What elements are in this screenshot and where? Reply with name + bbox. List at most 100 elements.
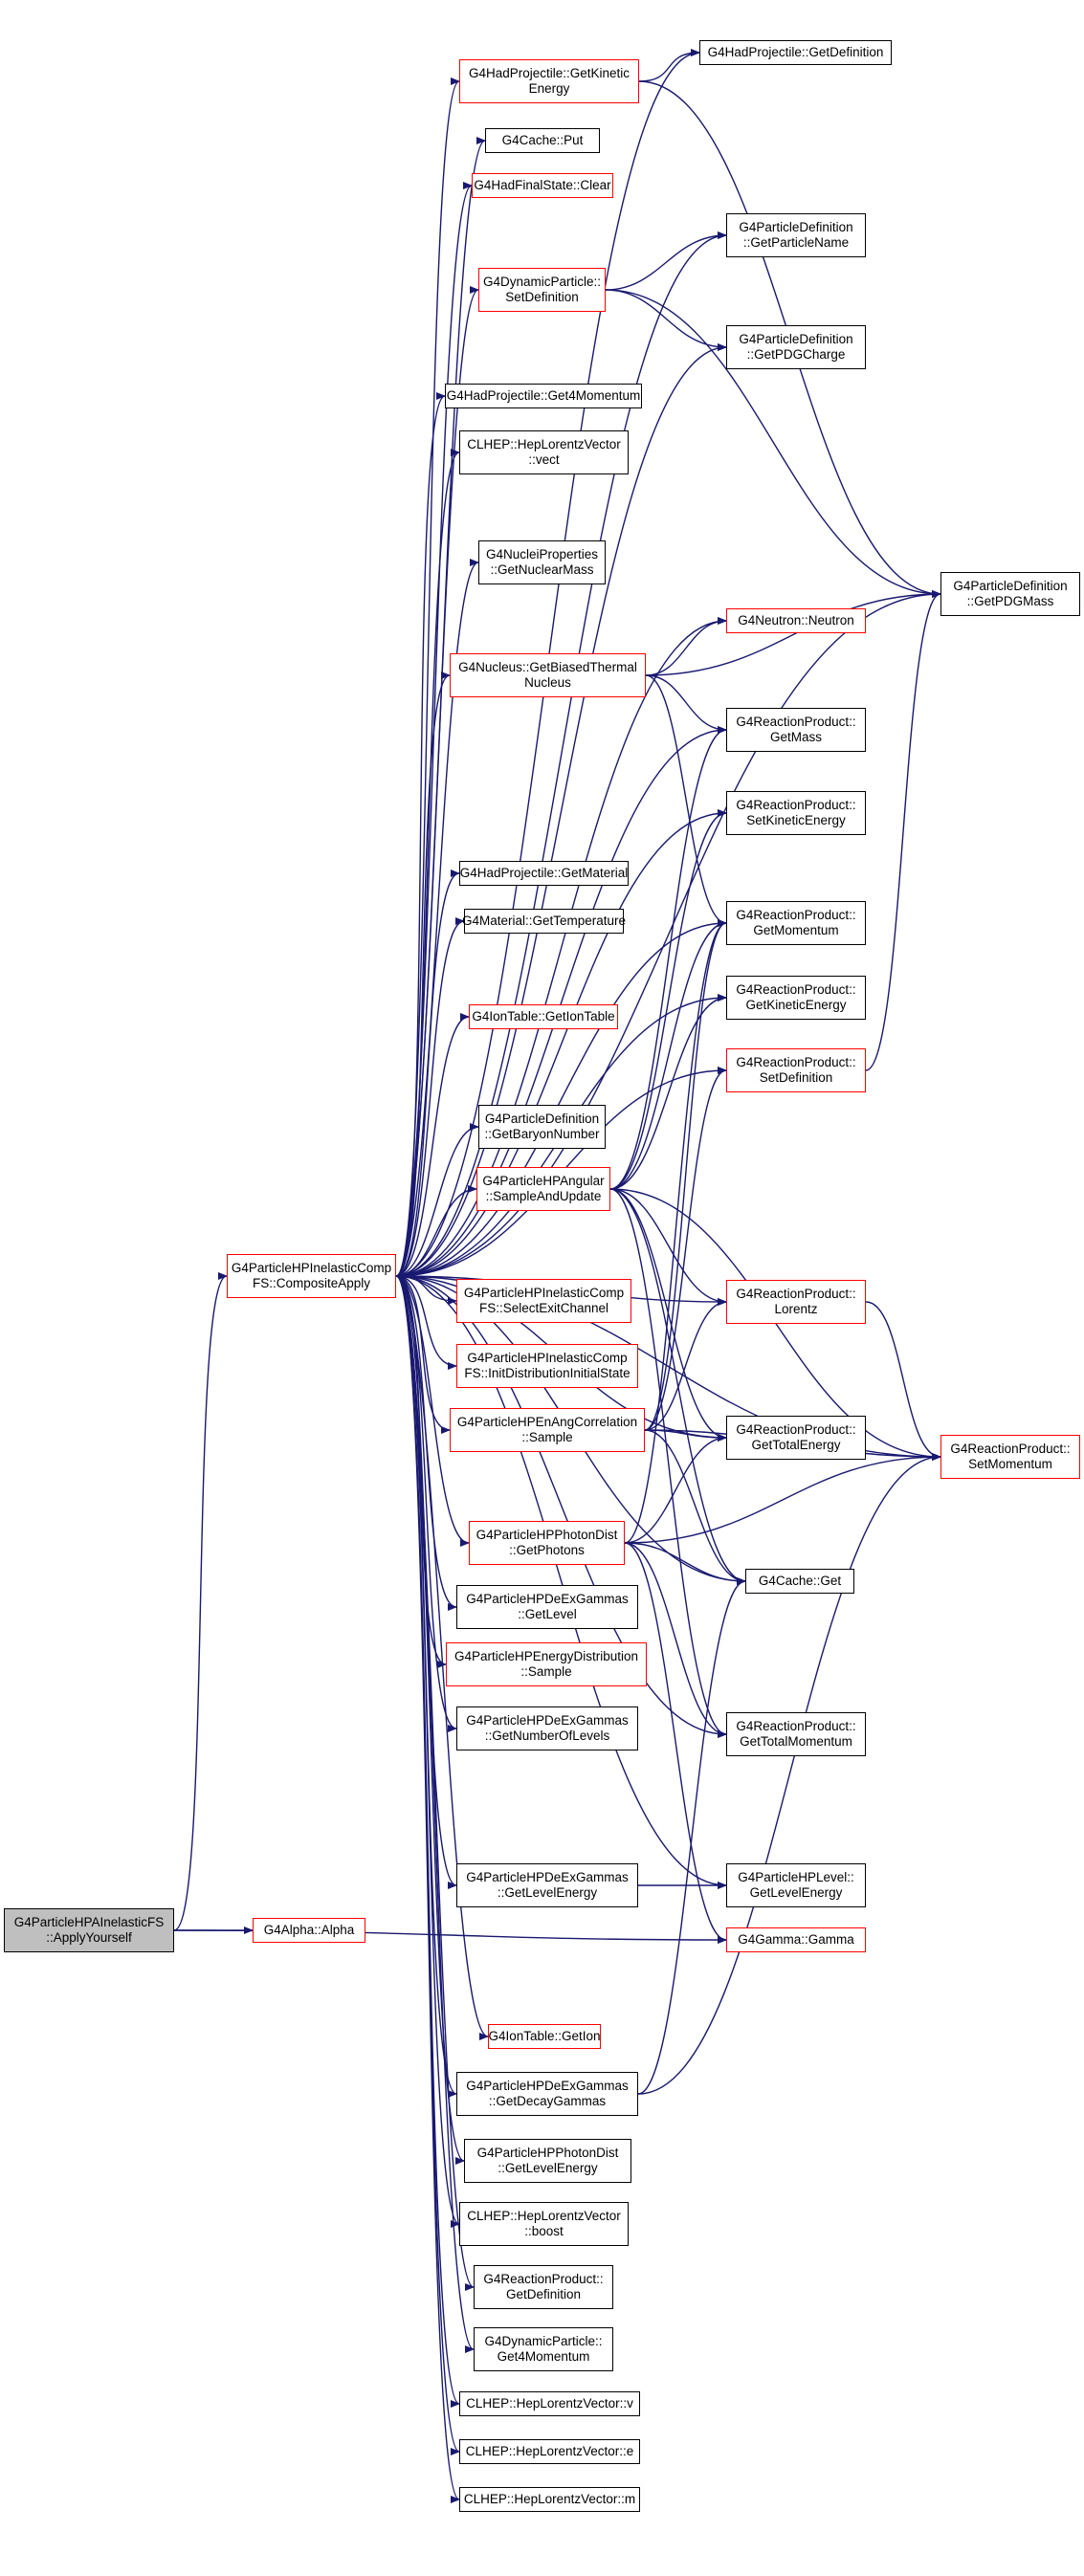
- node-rpGetDef[interactable]: G4ReactionProduct::GetDefinition: [474, 2265, 613, 2309]
- node-deexLevel[interactable]: G4ParticleHPDeExGammas::GetLevel: [456, 1585, 638, 1629]
- node-deexLevelE[interactable]: G4ParticleHPDeExGammas::GetLevelEnergy: [456, 1863, 638, 1907]
- node-lv_e[interactable]: CLHEP::HepLorentzVector::e: [459, 2439, 640, 2464]
- edge-dynSetDef-to-pdMass: [605, 289, 941, 598]
- edge-apply-to-composite: [173, 1272, 228, 1931]
- node-photonLevelE[interactable]: G4ParticleHPPhotonDist::GetLevelEnergy: [464, 2139, 631, 2183]
- node-pdName[interactable]: G4ParticleDefinition::GetParticleName: [726, 213, 866, 257]
- node-label-line: GetDefinition: [505, 2287, 582, 2301]
- node-hadMat[interactable]: G4HadProjectile::GetMaterial: [459, 861, 629, 886]
- node-label-line: FS::InitDistributionInitialState: [464, 1366, 630, 1380]
- node-rpSetKin[interactable]: G4ReactionProduct::SetKineticEnergy: [726, 791, 866, 835]
- node-label-line: ::GetNumberOfLevels: [484, 1728, 610, 1743]
- edge-composite-to-neutron: [395, 617, 727, 1277]
- node-label-line: G4ParticleHPEnergyDistribution: [454, 1649, 639, 1663]
- edge-composite-to-hadKinE: [395, 77, 460, 1277]
- edge-composite-to-rpMass: [395, 726, 727, 1277]
- node-deexDecay[interactable]: G4ParticleHPDeExGammas::GetDecayGammas: [456, 2072, 638, 2116]
- node-label-line: G4ParticleHPPhotonDist: [476, 1528, 618, 1542]
- node-neutron[interactable]: G4Neutron::Neutron: [726, 608, 866, 633]
- edge-angSample-to-cacheGet: [609, 1188, 746, 1585]
- node-enAng[interactable]: G4ParticleHPEnAngCorrelation::Sample: [450, 1408, 645, 1452]
- edge-enAng-to-rpMom: [644, 919, 727, 1431]
- node-rpMass[interactable]: G4ReactionProduct::GetMass: [726, 708, 866, 752]
- node-label-line: G4NucleiProperties: [485, 547, 599, 561]
- node-rpTotMom[interactable]: G4ReactionProduct::GetTotalMomentum: [726, 1712, 866, 1756]
- node-hadFSClear[interactable]: G4HadFinalState::Clear: [472, 173, 613, 198]
- node-matTemp[interactable]: G4Material::GetTemperature: [462, 909, 626, 934]
- node-hadDef[interactable]: G4HadProjectile::GetDefinition: [699, 40, 892, 65]
- node-label-line: ::GetPhotons: [509, 1543, 585, 1557]
- node-levelE[interactable]: G4ParticleHPLevel::GetLevelEnergy: [726, 1863, 866, 1907]
- node-boost[interactable]: CLHEP::HepLorentzVector::boost: [459, 2202, 629, 2246]
- node-rpSetDef[interactable]: G4ReactionProduct::SetDefinition: [726, 1048, 866, 1092]
- node-label-line: ::GetBaryonNumber: [484, 1127, 600, 1141]
- node-label-line: Nucleus: [524, 675, 571, 690]
- node-lv_v[interactable]: CLHEP::HepLorentzVector::v: [459, 2391, 640, 2416]
- edge-photon-to-rpTotE: [624, 1434, 727, 1544]
- node-label-line: G4ParticleHPInelasticComp: [231, 1261, 392, 1275]
- node-label-line: G4ReactionProduct::: [736, 1422, 856, 1437]
- node-pdBaryon[interactable]: G4ParticleDefinition::GetBaryonNumber: [478, 1105, 606, 1149]
- node-alpha[interactable]: G4Alpha::Alpha: [253, 1918, 365, 1943]
- edge-composite-to-had4mom: [395, 392, 446, 1277]
- node-had4mom[interactable]: G4HadProjectile::Get4Momentum: [445, 384, 642, 408]
- node-label-line: G4HadProjectile::GetKinetic: [468, 66, 630, 80]
- node-rpLorentz[interactable]: G4ReactionProduct::Lorentz: [726, 1280, 866, 1324]
- node-gamma[interactable]: G4Gamma::Gamma: [726, 1927, 866, 1952]
- edge-deexDecay-to-cacheGet: [637, 1577, 746, 2095]
- node-label-line: G4HadProjectile::GetMaterial: [459, 866, 629, 880]
- edge-angSample-to-rpMass: [609, 726, 727, 1190]
- node-label-line: ::GetPDGMass: [966, 594, 1054, 608]
- node-energyDist[interactable]: G4ParticleHPEnergyDistribution::Sample: [446, 1642, 647, 1686]
- node-rpMom[interactable]: G4ReactionProduct::GetMomentum: [726, 901, 866, 945]
- node-deexNum[interactable]: G4ParticleHPDeExGammas::GetNumberOfLevel…: [456, 1706, 638, 1750]
- node-pdCharge[interactable]: G4ParticleDefinition::GetPDGCharge: [726, 325, 866, 369]
- node-label-line: ::GetLevel: [518, 1607, 577, 1621]
- node-label-line: G4ParticleHPInelasticComp: [467, 1351, 628, 1365]
- node-pdMass[interactable]: G4ParticleDefinition::GetPDGMass: [940, 572, 1080, 616]
- node-label-line: ::ApplyYourself: [46, 1930, 132, 1945]
- node-label-line: G4ReactionProduct::: [736, 1055, 856, 1069]
- node-ionTable[interactable]: G4IonTable::GetIonTable: [469, 1004, 618, 1029]
- edge-composite-to-pdCharge: [395, 343, 727, 1277]
- node-label-line: G4ParticleHPEnAngCorrelation: [456, 1415, 638, 1429]
- node-label-line: G4IonTable::GetIon: [488, 2029, 601, 2043]
- node-label-line: G4HadProjectile::Get4Momentum: [446, 388, 641, 403]
- node-label-line: G4ParticleHPDeExGammas: [466, 2079, 629, 2093]
- edge-composite-to-pdMass: [395, 590, 941, 1277]
- edge-enAng-to-rpLorentz: [644, 1298, 727, 1431]
- node-dyn4mom[interactable]: G4DynamicParticle::Get4Momentum: [474, 2327, 613, 2371]
- node-label-line: G4ParticleDefinition: [484, 1112, 600, 1126]
- edge-dynSetDef-to-pdCharge: [605, 289, 727, 351]
- node-label-line: G4ParticleHPAngular: [482, 1174, 605, 1188]
- node-label-line: G4HadFinalState::Clear: [474, 178, 611, 192]
- node-rpTotE[interactable]: G4ReactionProduct::GetTotalEnergy: [726, 1416, 866, 1460]
- node-label-line: G4Cache::Get: [758, 1574, 842, 1588]
- node-vect[interactable]: CLHEP::HepLorentzVector::vect: [459, 430, 629, 474]
- node-lv_m[interactable]: CLHEP::HepLorentzVector::m: [459, 2487, 640, 2512]
- node-label-line: G4Alpha::Alpha: [263, 1923, 355, 1937]
- node-cacheGet[interactable]: G4Cache::Get: [745, 1569, 854, 1594]
- node-cachePut[interactable]: G4Cache::Put: [485, 128, 600, 153]
- edge-photon-to-cacheGet: [624, 1542, 746, 1585]
- node-dynSetDef[interactable]: G4DynamicParticle::SetDefinition: [478, 268, 606, 312]
- edge-composite-to-rpTotMom: [395, 1275, 727, 1738]
- node-label-line: CLHEP::HepLorentzVector::e: [465, 2444, 634, 2458]
- node-label-line: SetDefinition: [759, 1070, 833, 1085]
- node-getIon[interactable]: G4IonTable::GetIon: [488, 2024, 601, 2049]
- node-rpSetMom[interactable]: G4ReactionProduct::SetMomentum: [940, 1435, 1080, 1479]
- node-photon[interactable]: G4ParticleHPPhotonDist::GetPhotons: [469, 1521, 625, 1565]
- node-label-line: ::Sample: [520, 1664, 572, 1679]
- node-angSample[interactable]: G4ParticleHPAngular::SampleAndUpdate: [476, 1167, 610, 1211]
- node-nucMass[interactable]: G4NucleiProperties::GetNuclearMass: [478, 540, 606, 584]
- edge-photon-to-rpTotMom: [624, 1542, 727, 1738]
- node-rpKin[interactable]: G4ReactionProduct::GetKineticEnergy: [726, 976, 866, 1020]
- edge-photon-to-rpSetMom: [624, 1453, 941, 1544]
- node-label-line: G4ReactionProduct::: [736, 715, 856, 729]
